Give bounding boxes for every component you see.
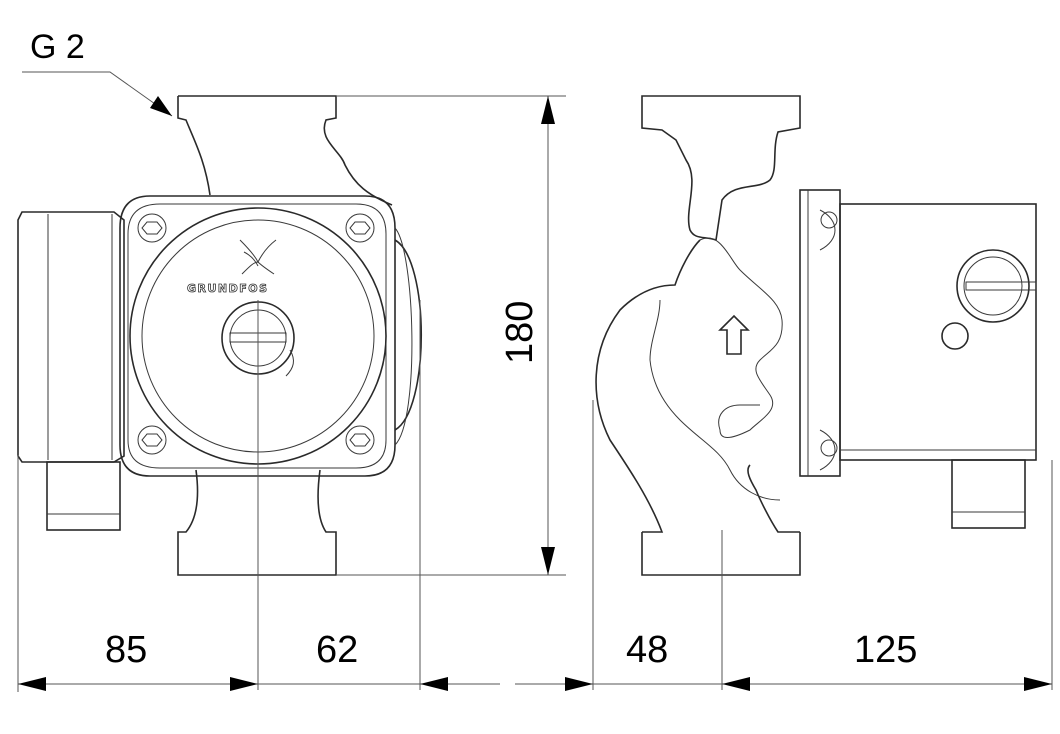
motor-plug [956, 249, 1037, 323]
bottom-dimension-48: 48 [515, 629, 1052, 691]
bolt-bottom-right [345, 425, 375, 455]
dim-85: 85 [105, 629, 147, 671]
bottom-dimension-125: 125 [854, 629, 1052, 691]
logo-text: GRUNDFOS [187, 282, 269, 295]
terminal-box [17, 211, 125, 531]
side-view [592, 95, 1053, 690]
dim-48: 48 [626, 629, 668, 671]
bolt-top-left [137, 213, 167, 243]
front-view: GRUNDFOS [17, 95, 423, 690]
dim-62: 62 [316, 629, 358, 671]
bolt-bottom-left [137, 425, 167, 455]
height-value: 180 [499, 301, 541, 364]
grundfos-logo-icon [239, 239, 277, 275]
indicator-light [941, 322, 969, 350]
dim-125: 125 [854, 629, 917, 671]
thread-label: G 2 [30, 28, 85, 66]
bolt-top-right [345, 213, 375, 243]
bottom-dimension-62: 62 [258, 629, 500, 691]
thread-leader [22, 71, 173, 117]
bottom-dimension-left: 85 [17, 455, 258, 692]
height-dimension: 180 [336, 95, 566, 576]
